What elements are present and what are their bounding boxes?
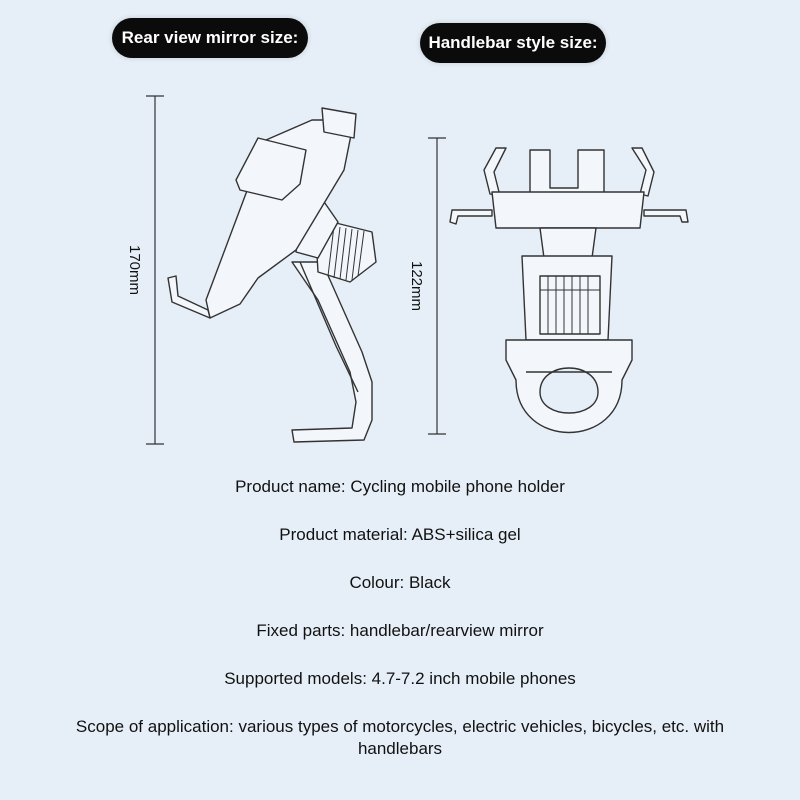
left-dimension-label: 170mm — [126, 245, 143, 295]
spec-supported-models: Supported models: 4.7-7.2 inch mobile ph… — [224, 669, 576, 688]
product-specifications: Product name: Cycling mobile phone holde… — [0, 476, 800, 786]
handlebar-holder-drawing — [449, 147, 689, 434]
rear-view-mirror-size-label: Rear view mirror size: — [112, 18, 308, 58]
handlebar-style-size-text: Handlebar style size: — [428, 33, 598, 52]
rear-mirror-holder-drawing — [167, 107, 377, 443]
handlebar-style-size-label: Handlebar style size: — [420, 23, 606, 63]
left-dimension-line — [146, 95, 164, 445]
spec-colour: Colour: Black — [349, 573, 451, 592]
spec-fixed-parts: Fixed parts: handlebar/rearview mirror — [256, 621, 544, 640]
spec-product-name: Product name: Cycling mobile phone holde… — [235, 477, 565, 496]
spec-product-material: Product material: ABS+silica gel — [279, 525, 521, 544]
product-line-drawing: 170mm 122mm — [126, 95, 689, 445]
rear-view-mirror-size-text: Rear view mirror size: — [121, 28, 299, 47]
right-dimension-label: 122mm — [408, 261, 425, 311]
right-dimension-line — [428, 137, 446, 435]
spec-scope-of-application: Scope of application: various types of m… — [75, 717, 725, 758]
